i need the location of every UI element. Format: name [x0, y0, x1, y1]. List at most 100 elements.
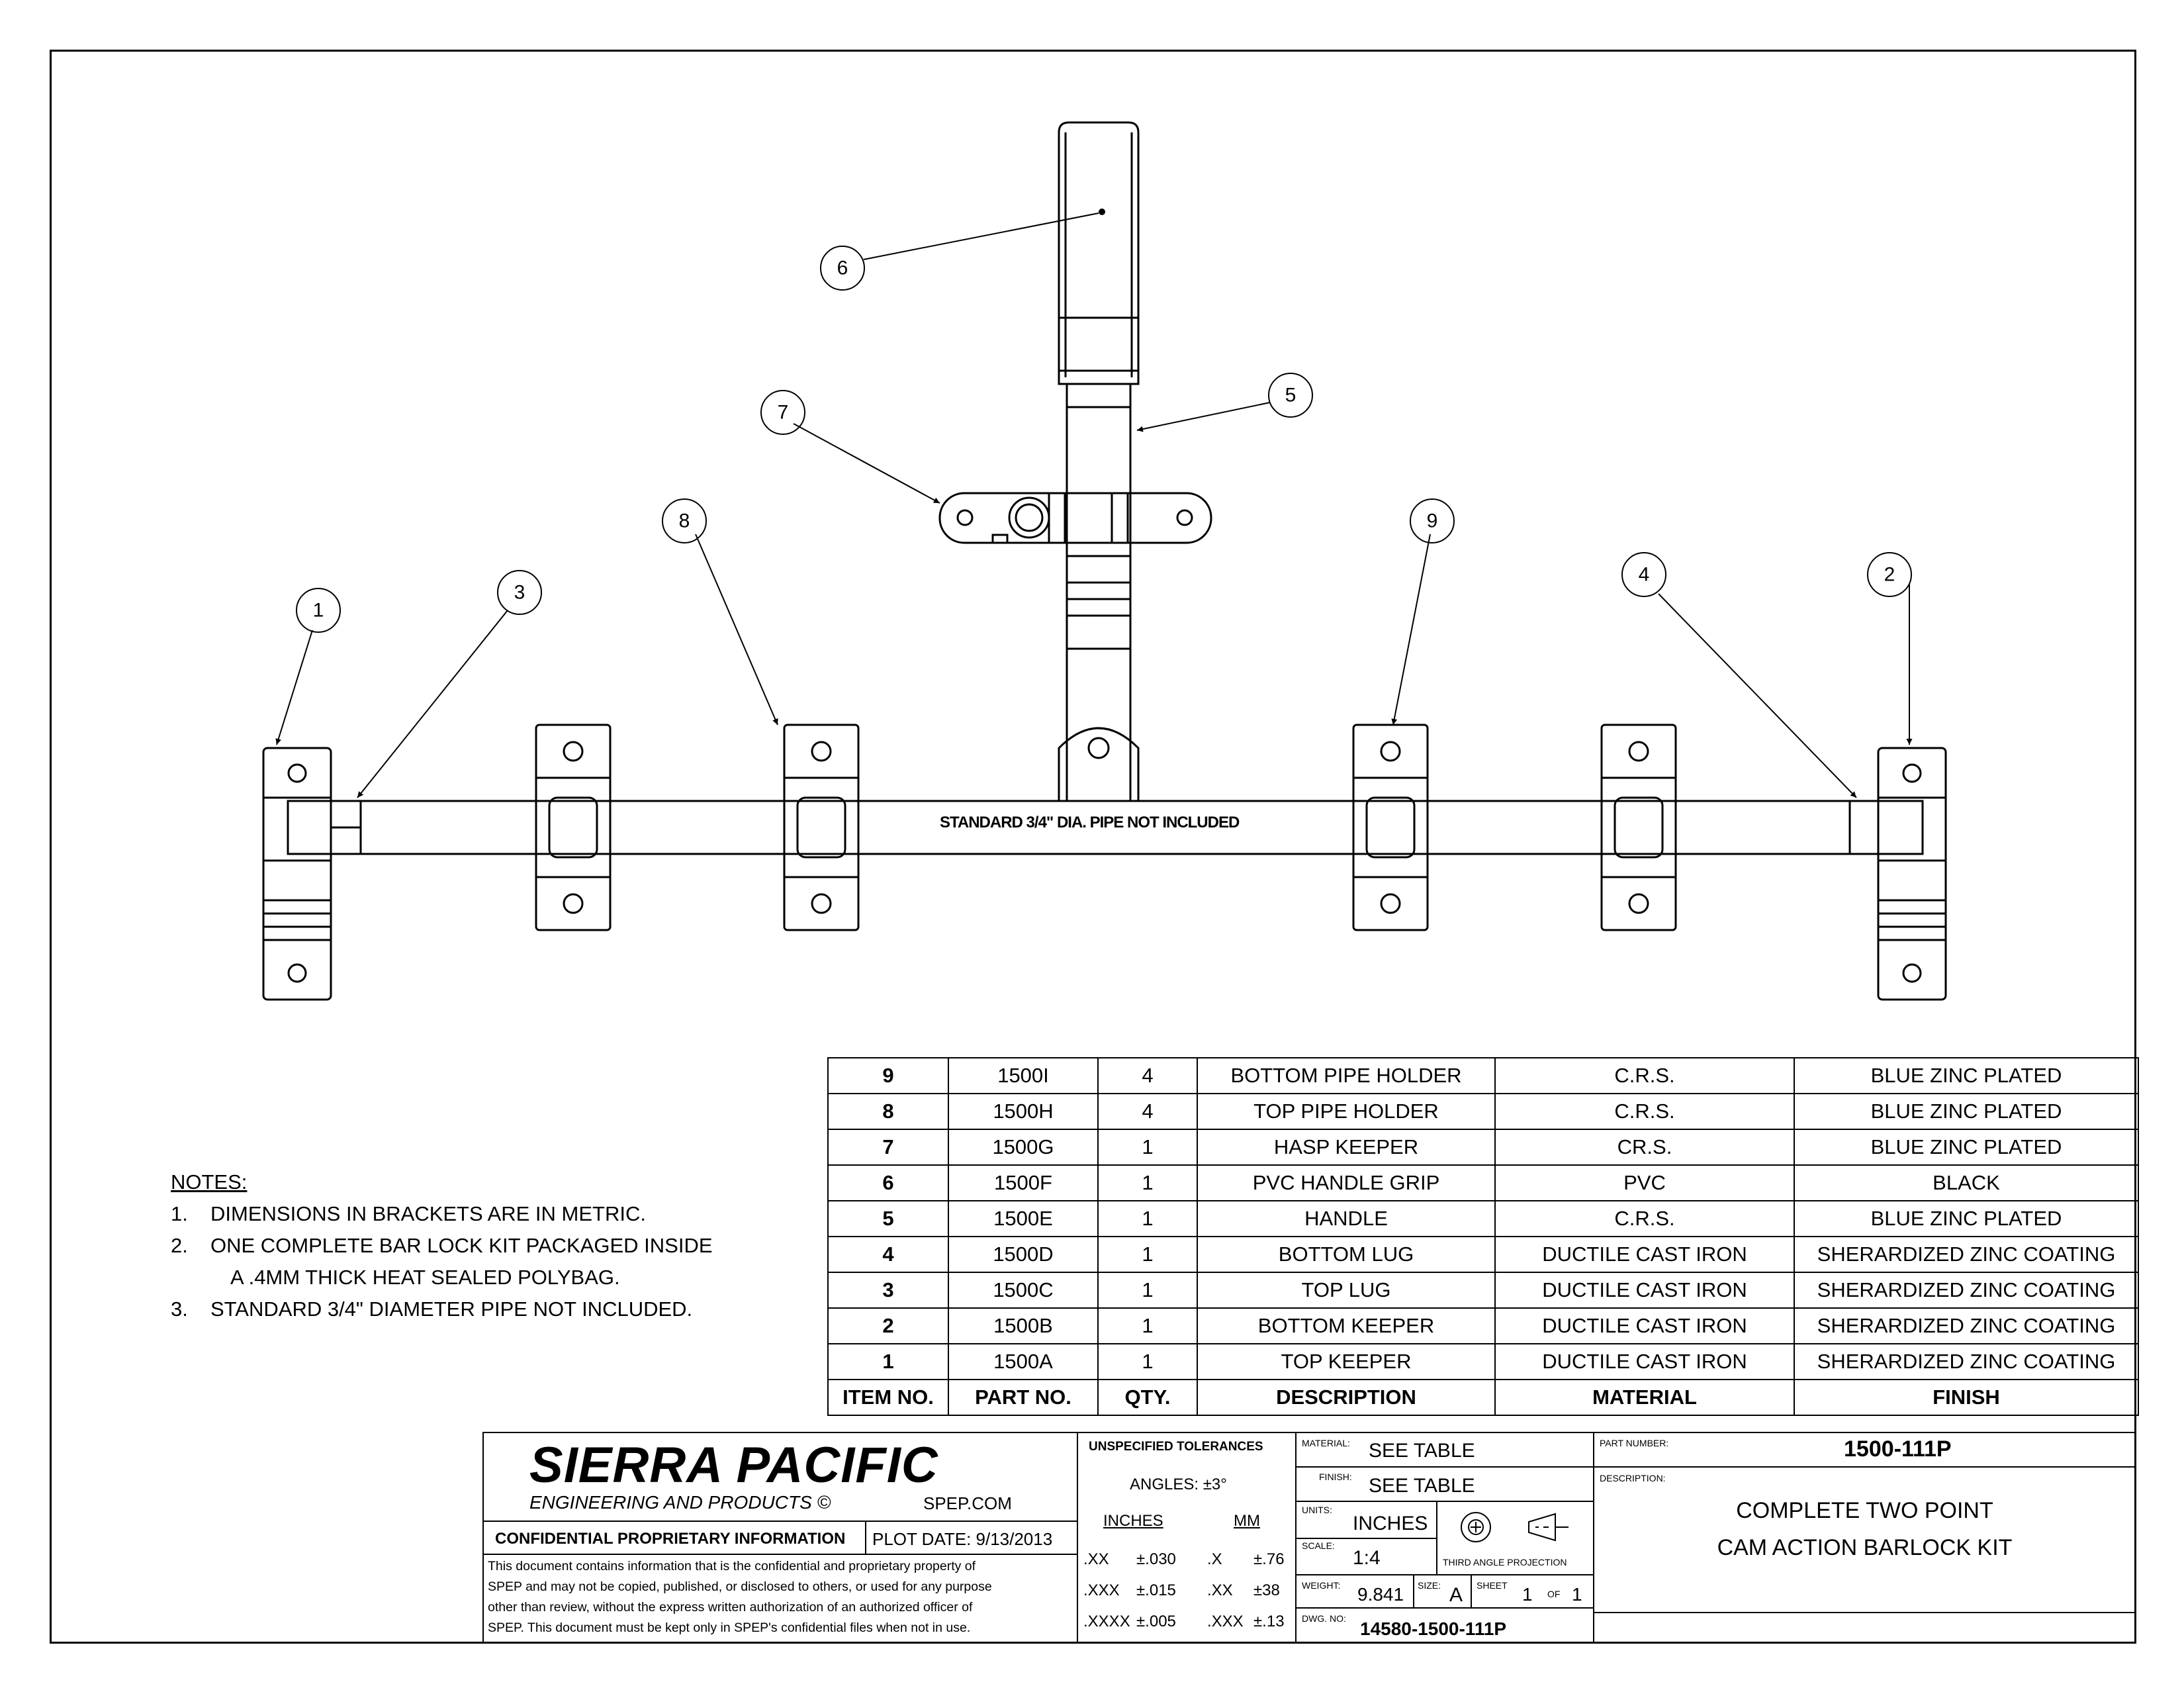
bom-header-cell: FINISH [1794, 1379, 2139, 1416]
scale-label: SCALE: [1302, 1540, 1335, 1551]
bom-cell: PVC HANDLE GRIP [1197, 1164, 1496, 1201]
bom-header-cell: QTY. [1097, 1379, 1198, 1416]
bom-cell: DUCTILE CAST IRON [1494, 1236, 1795, 1273]
inches-header: INCHES [1103, 1512, 1163, 1530]
material-value: SEE TABLE [1369, 1440, 1475, 1462]
finish-label: FINISH: [1319, 1472, 1352, 1482]
notes-section: NOTES: 1.DIMENSIONS IN BRACKETS ARE IN M… [171, 1166, 713, 1325]
svg-text:9: 9 [1427, 510, 1438, 532]
balloon-9: 9 [1410, 498, 1455, 543]
bom-cell: PVC [1494, 1164, 1795, 1201]
balloon-8: 8 [662, 498, 707, 543]
bom-cell: 2 [827, 1307, 949, 1344]
bom-cell: 1 [1097, 1343, 1198, 1380]
sheet-total: 1 [1572, 1584, 1582, 1605]
bom-cell: 1500F [948, 1164, 1099, 1201]
leader-lines [275, 212, 1913, 798]
bom-cell: DUCTILE CAST IRON [1494, 1272, 1795, 1309]
svg-text:1: 1 [313, 600, 324, 622]
copyright-icon: © [817, 1492, 831, 1513]
hasp-keeper [938, 492, 1212, 544]
bom-cell: 4 [1097, 1093, 1198, 1130]
bom-cell: BLUE ZINC PLATED [1794, 1093, 2139, 1130]
third-angle-projection-icon [1456, 1507, 1575, 1550]
bom-cell: C.R.S. [1494, 1093, 1795, 1130]
bom-cell: 8 [827, 1093, 949, 1130]
bom-cell: 6 [827, 1164, 949, 1201]
part-number-value: 1500-111P [1844, 1436, 1952, 1462]
bom-cell: HANDLE [1197, 1200, 1496, 1237]
bom-cell: BOTTOM KEEPER [1197, 1307, 1496, 1344]
bom-cell: 1 [1097, 1272, 1198, 1309]
bom-cell: 3 [827, 1272, 949, 1309]
mm-tolerances: .X±.76 .XX±38 .XXX±.13 [1207, 1550, 1285, 1630]
bom-cell: BLUE ZINC PLATED [1794, 1200, 2139, 1237]
company-subtitle: ENGINEERING AND PRODUCTS © [529, 1492, 831, 1513]
balloon-2: 2 [1867, 552, 1912, 597]
dwg-no-value: 14580-1500-111P [1360, 1618, 1507, 1639]
right-keeper-assembly [1848, 747, 1947, 1001]
bom-cell: 9 [827, 1057, 949, 1094]
bom-cell: 7 [827, 1129, 949, 1166]
bom-cell: DUCTILE CAST IRON [1494, 1343, 1795, 1380]
confidentiality-disclaimer: This document contains information that … [488, 1559, 992, 1635]
bom-cell: C.R.S. [1494, 1057, 1795, 1094]
website: SPEP.COM [923, 1493, 1012, 1513]
bom-cell: 1 [1097, 1236, 1198, 1273]
material-label: MATERIAL: [1302, 1438, 1350, 1448]
svg-text:8: 8 [679, 510, 690, 532]
bom-cell: 4 [1097, 1057, 1198, 1094]
scale-value: 1:4 [1353, 1547, 1381, 1569]
mm-header: MM [1234, 1512, 1260, 1530]
svg-text:6: 6 [837, 258, 848, 279]
bom-cell: 1500A [948, 1343, 1099, 1380]
bom-cell: 5 [827, 1200, 949, 1237]
left-keeper-assembly [262, 747, 362, 1001]
sheet-label: SHEET [1477, 1580, 1508, 1591]
angle-tolerance: ANGLES: ±3° [1130, 1476, 1227, 1493]
bom-cell: 1500B [948, 1307, 1099, 1344]
bom-cell: 1500D [948, 1236, 1099, 1273]
bom-cell: SHERARDIZED ZINC COATING [1794, 1272, 2139, 1309]
balloon-5: 5 [1268, 373, 1313, 418]
horizontal-pipe [357, 800, 1863, 855]
of-label: OF [1547, 1589, 1561, 1599]
balloon-1: 1 [296, 588, 341, 633]
svg-text:2: 2 [1884, 564, 1895, 586]
handle-assembly [1058, 121, 1140, 801]
notes-heading: NOTES: [171, 1170, 248, 1194]
plot-date: PLOT DATE: 9/13/2013 [872, 1529, 1053, 1549]
dwg-no-label: DWG. NO: [1302, 1613, 1346, 1624]
part-number-label: PART NUMBER: [1600, 1438, 1669, 1448]
weight-value: 9.841 [1357, 1584, 1404, 1605]
svg-text:5: 5 [1285, 385, 1297, 406]
note-3: 3.STANDARD 3/4" DIAMETER PIPE NOT INCLUD… [171, 1297, 693, 1321]
balloon-6: 6 [820, 246, 865, 291]
bom-header-cell: DESCRIPTION [1197, 1379, 1496, 1416]
bom-header-cell: ITEM NO. [827, 1379, 949, 1416]
bom-cell: 1500H [948, 1093, 1099, 1130]
pipe-holder-4 [1600, 724, 1677, 931]
bom-cell: 1 [1097, 1129, 1198, 1166]
bom-cell: BOTTOM PIPE HOLDER [1197, 1057, 1496, 1094]
bom-cell: 1 [1097, 1200, 1198, 1237]
bom-cell: BLUE ZINC PLATED [1794, 1129, 2139, 1166]
tolerances-title: UNSPECIFIED TOLERANCES [1089, 1440, 1263, 1454]
bom-cell: 1500C [948, 1272, 1099, 1309]
bom-cell: 1500I [948, 1057, 1099, 1094]
projection-label: THIRD ANGLE PROJECTION [1443, 1557, 1567, 1568]
balloon-7: 7 [760, 390, 805, 435]
weight-label: WEIGHT: [1302, 1580, 1341, 1591]
pipe-holder-2 [783, 724, 860, 931]
bom-cell: 1500G [948, 1129, 1099, 1166]
sheet-value: 1 [1522, 1584, 1533, 1605]
svg-text:3: 3 [514, 582, 525, 604]
